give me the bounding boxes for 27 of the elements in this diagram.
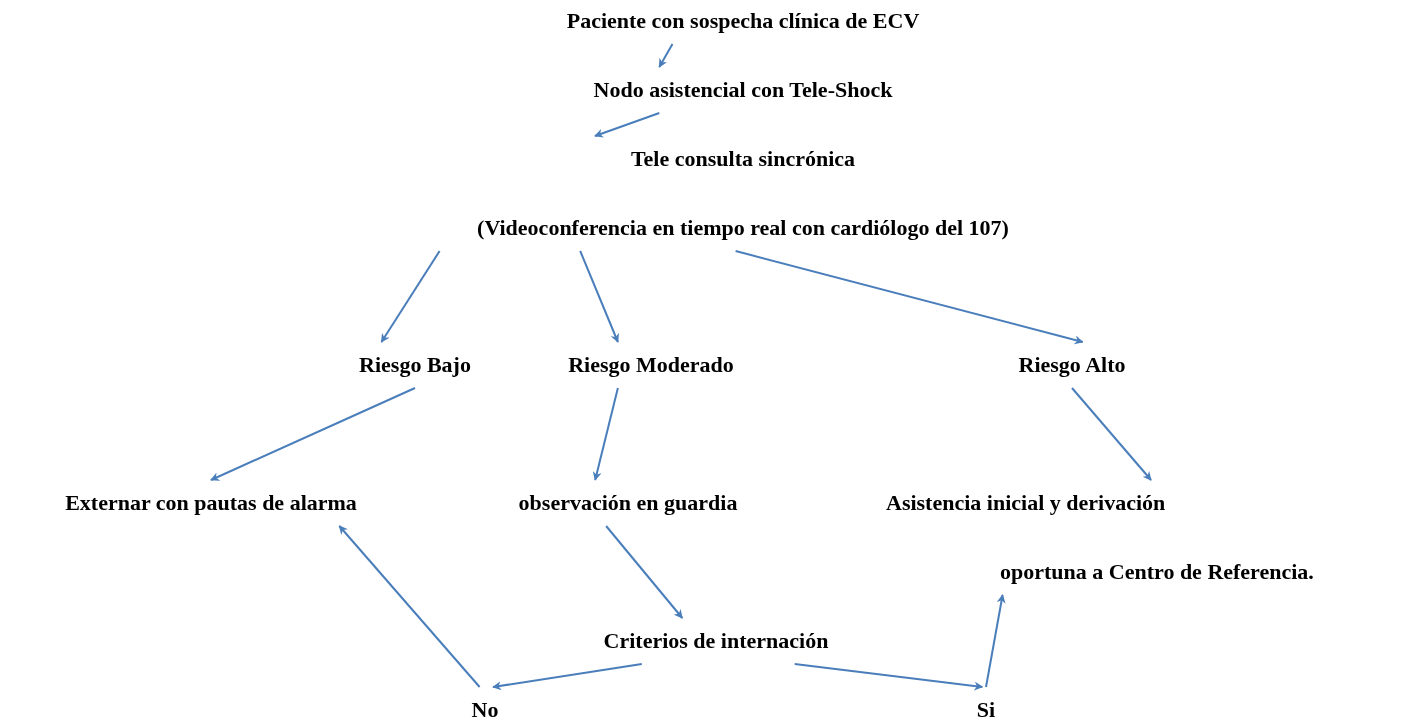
node-text: Tele consulta sincrónica — [630, 146, 856, 172]
arrow — [985, 594, 1006, 688]
node-text: No — [471, 697, 499, 722]
arrow — [492, 663, 643, 691]
node-text: Asistencia inicial y derivación — [886, 490, 1166, 516]
node-text: Nodo asistencial con Tele-Shock — [593, 77, 893, 103]
node-text: Si — [976, 697, 996, 722]
arrow — [793, 663, 984, 691]
node-text: Externar con pautas de alarma — [65, 490, 357, 516]
node-text: Riesgo Bajo — [359, 352, 471, 378]
node-text: oportuna a Centro de Referencia. — [1000, 559, 1314, 585]
arrow — [579, 250, 619, 343]
node-text: observación en guardia — [518, 490, 738, 516]
arrow — [338, 525, 481, 688]
arrow — [734, 250, 1084, 345]
node-text: (Videoconferencia en tiempo real con cardiólogo del 107) — [477, 215, 1009, 241]
arrow — [594, 112, 661, 138]
node-text: Criterios de internación — [603, 628, 829, 654]
node-text: Riesgo Alto — [1018, 352, 1126, 378]
arrow — [592, 387, 619, 481]
arrow — [380, 250, 441, 343]
node-text: Paciente con sospecha clínica de ECV — [566, 8, 920, 34]
arrow — [1071, 387, 1152, 481]
arrow — [605, 525, 684, 619]
arrow — [210, 387, 416, 481]
node-text: Riesgo Moderado — [568, 352, 734, 378]
arrow — [658, 43, 674, 68]
